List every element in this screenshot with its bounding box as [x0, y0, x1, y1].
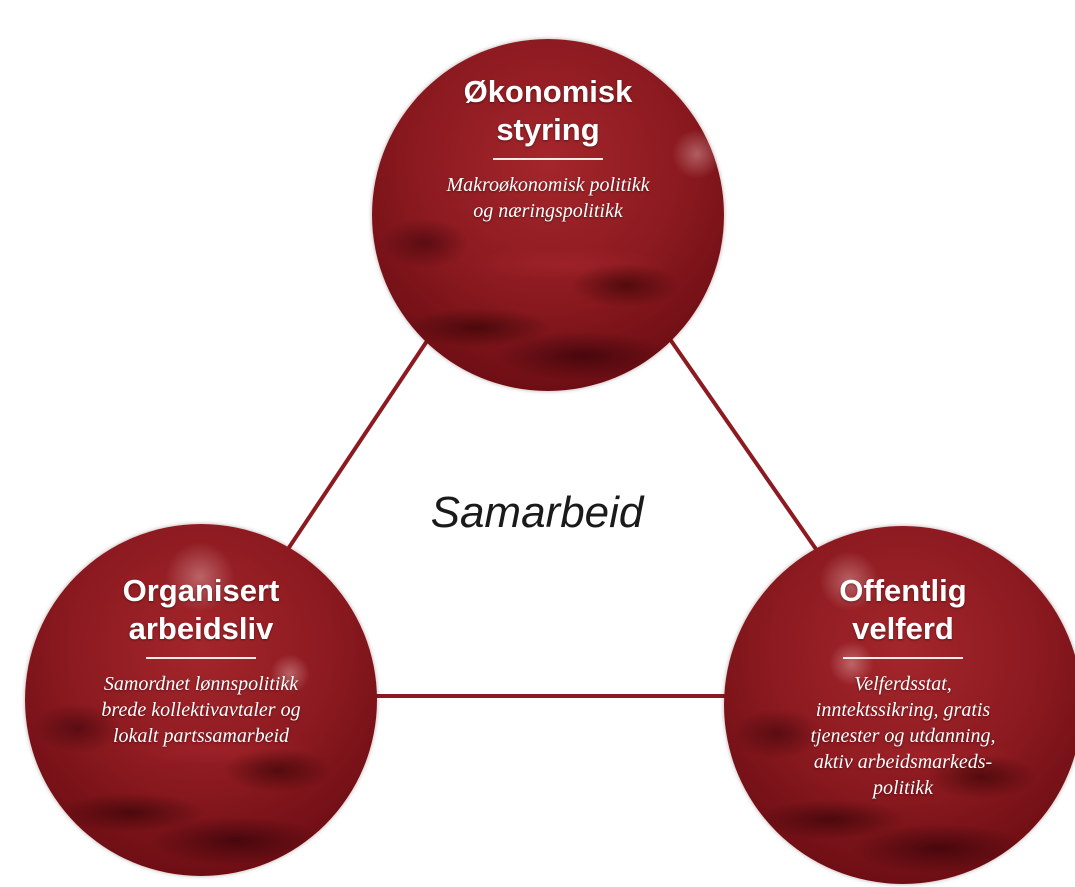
- node-title-line: Organisert: [122, 573, 280, 608]
- node-title-line: arbeidsliv: [128, 611, 274, 646]
- node-title: Organisert arbeidsliv: [123, 572, 280, 648]
- node-subtitle-line: Makroøkonomisk politikk: [446, 174, 650, 196]
- node-subtitle-line: brede kollektivavtaler og: [101, 699, 301, 721]
- node-subtitle-line: tjenester og utdanning,: [810, 725, 996, 747]
- node-subtitle-line: politikk: [873, 777, 933, 799]
- node-content: Økonomisk styring Makroøkonomisk politik…: [372, 39, 724, 391]
- bokeh-light: [829, 641, 874, 686]
- node-subtitle-line: lokalt partssamarbeid: [112, 725, 290, 747]
- node-subtitle-line: Samordnet lønnspolitikk: [103, 673, 299, 695]
- node-subtitle: Samordnet lønnspolitikk brede kollektiva…: [101, 671, 300, 749]
- node-subtitle-line: aktiv arbeidsmarkeds-: [813, 751, 993, 773]
- title-divider: [843, 657, 963, 659]
- node-content: Organisert arbeidsliv Samordnet lønnspol…: [25, 524, 377, 876]
- node-background: [372, 39, 724, 391]
- title-divider: [146, 657, 256, 659]
- node-subtitle: Makroøkonomisk politikk og næringspoliti…: [446, 172, 649, 224]
- node-title: Økonomisk styring: [464, 73, 633, 149]
- node-title-line: velferd: [852, 611, 954, 646]
- node-subtitle-line: og næringspolitikk: [473, 200, 623, 222]
- node-background: [724, 526, 1075, 884]
- node-title-line: styring: [496, 112, 600, 147]
- title-divider: [493, 158, 603, 160]
- node-content: Offentlig velferd Velferdsstat, inntekts…: [724, 526, 1075, 884]
- bokeh-light: [165, 542, 235, 612]
- node-title: Offentlig velferd: [839, 572, 966, 648]
- node-subtitle: Velferdsstat, inntektssikring, gratis tj…: [811, 671, 996, 801]
- bokeh-light: [270, 654, 310, 694]
- node-economic-governance: Økonomisk styring Makroøkonomisk politik…: [372, 39, 724, 391]
- node-subtitle-line: Velferdsstat,: [854, 673, 952, 695]
- node-title-line: Offentlig: [839, 573, 967, 608]
- bokeh-light: [672, 129, 722, 179]
- node-public-welfare: Offentlig velferd Velferdsstat, inntekts…: [724, 526, 1075, 884]
- bokeh-light: [819, 551, 879, 611]
- node-subtitle-line: inntektssikring, gratis: [815, 699, 991, 721]
- node-title-line: Økonomisk: [463, 74, 633, 109]
- node-organized-working-life: Organisert arbeidsliv Samordnet lønnspol…: [25, 524, 377, 876]
- center-label-samarbeid: Samarbeid: [430, 488, 644, 537]
- node-background: [25, 524, 377, 876]
